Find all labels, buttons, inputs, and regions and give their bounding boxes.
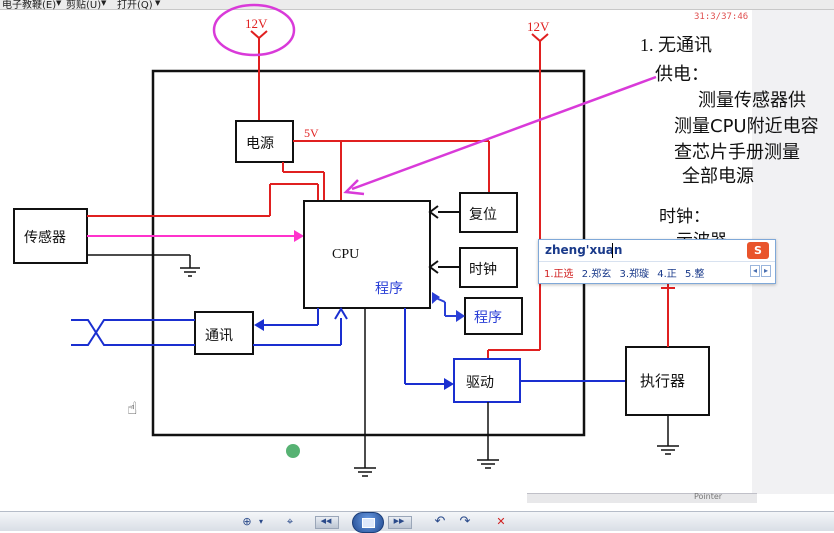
sensor-label: 传感器 [24,229,66,246]
time-readout: 31:3/37:46 [694,12,749,22]
bus-line [71,319,195,346]
circuit-diagram: 12V 12V 电源 5V 传感器 CPU 程序 复位 时钟 程序 [13,3,710,477]
ime-candidate-window[interactable]: zheng'xuan S 1.正选 2.郑玄 3.郑璇 4.正 5.整 ◂▸ [538,239,776,284]
note-line: 供电： [655,64,709,85]
zoom-icon[interactable]: ⊕ [242,515,252,528]
hand-cursor-icon: ☝ [127,399,138,419]
cpu-label: CPU [332,247,359,262]
prev-icon[interactable]: ◀◀ [320,517,332,525]
ime-pager: ◂▸ [749,265,771,277]
next-segment[interactable] [388,516,412,529]
power-label: 电源 [246,136,274,152]
arrow-icon [428,260,439,274]
rail-label: 5V [304,126,319,140]
menu-item-open[interactable]: 打开(Q) [117,0,153,11]
actuator-label: 执行器 [640,372,685,390]
ime-input: zheng'xuan [545,243,623,257]
menu-item-pointer[interactable]: 电子教鞭(E) [2,0,57,11]
arrow-icon [428,205,439,219]
arrow-icon [334,307,348,320]
next-icon[interactable]: ▶▶ [393,517,405,525]
annotation-arrow-head-icon [343,179,365,196]
ime-candidate[interactable]: 2.郑玄 [581,269,612,280]
ime-candidate[interactable]: 5.整 [684,269,705,280]
playback-toolbar: ⊕ ▾ ⌖ ◀◀ ▶▶ ↶ ↷ ✕ [0,511,834,533]
note-line: 测量CPU附近电容 [674,116,819,137]
pointer-dot [286,444,300,458]
driver-block [453,358,521,403]
menu-arrow-icon[interactable]: ▼ [155,0,161,7]
supply-label-left: 12V [245,16,268,31]
menu-bar: 电子教鞭(E) ▼ 剪贴(U) ▼ 打开(Q) ▼ [0,0,834,11]
ime-prev-icon[interactable]: ◂ [750,265,760,277]
cpu-block [303,200,431,309]
ground-icon [657,445,679,455]
ime-candidate[interactable]: 3.郑璇 [619,269,650,280]
driver-label: 驱动 [466,375,494,391]
highlight-circle [212,3,296,57]
arrow-icon [432,292,440,304]
zoom-dropdown-icon[interactable]: ▾ [258,517,263,526]
program-label: 程序 [474,310,502,326]
taskbar-peek-label: Pointer [694,492,723,501]
ground-icon [180,267,200,277]
ground-icon [477,459,499,469]
reset-label: 复位 [469,206,497,223]
comm-label: 通讯 [205,328,233,344]
taskbar-peek [527,493,757,503]
ground-icon [354,467,376,477]
ime-divider [539,261,775,262]
ime-next-icon[interactable]: ▸ [761,265,771,277]
note-line: 时钟： [659,207,710,227]
redo-icon[interactable]: ↷ [459,514,471,529]
note-line: 测量传感器供 [698,90,806,111]
note-line: 查芯片手册测量 [674,142,800,163]
supply-arrow-right-icon [531,33,549,43]
menu-arrow-icon[interactable]: ▼ [56,0,62,7]
note-line: 1. 无通讯 [640,35,712,55]
ime-logo-icon[interactable]: S [747,242,769,259]
ime-caret [612,243,613,258]
cpu-program-label: 程序 [375,281,403,297]
sensor-block [13,208,88,264]
undo-icon[interactable]: ↶ [434,514,446,529]
comm-block [194,311,254,355]
target-icon[interactable]: ⌖ [286,515,294,528]
ime-candidate[interactable]: 1.正选 [544,269,574,280]
supply-label-right: 12V [527,19,550,34]
arrow-icon [456,310,465,322]
ime-candidate[interactable]: 4.正 [657,269,677,280]
screen-icon [362,518,375,528]
arrow-icon [444,378,454,390]
ime-candidate-list: 1.正选 2.郑玄 3.郑璇 4.正 5.整 [544,265,709,280]
prev-segment[interactable] [315,516,339,529]
arrow-icon [254,319,264,331]
clock-block [459,247,518,288]
menu-item-clip[interactable]: 剪贴(U) [66,0,102,11]
annotation-arrow [351,75,657,191]
note-line: 全部电源 [682,166,754,187]
program-block [464,297,523,335]
reset-block [459,192,518,233]
close-icon[interactable]: ✕ [496,515,506,528]
menu-arrow-icon[interactable]: ▼ [101,0,107,7]
clock-label: 时钟 [469,261,497,278]
arrow-icon [294,230,304,242]
supply-arrow-left-icon [250,30,268,40]
